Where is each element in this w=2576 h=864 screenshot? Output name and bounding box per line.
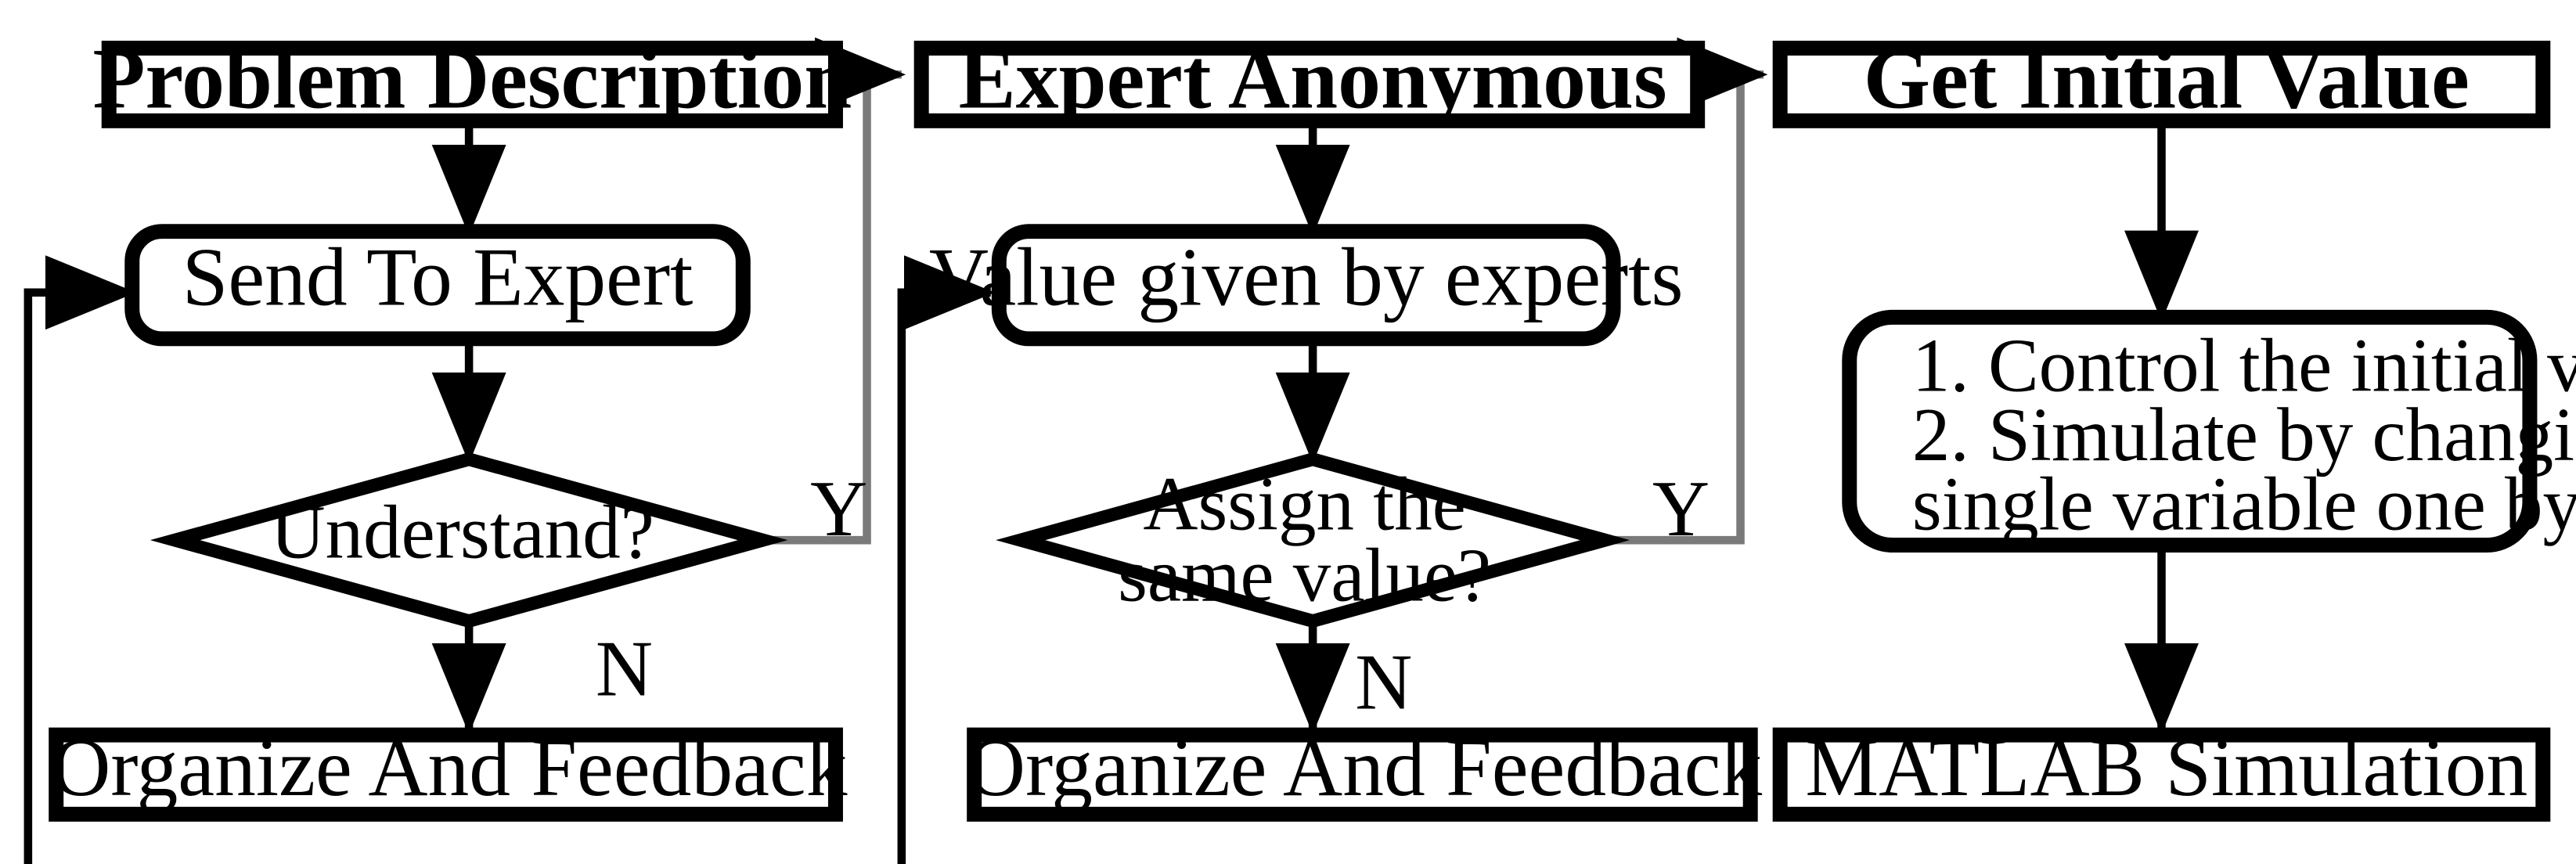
node-understand-decision-label: Understand? [271, 490, 654, 574]
node-problem-description-label: Problem Description [92, 31, 852, 126]
node-value-given-by-experts[interactable] [991, 224, 1621, 347]
node-simulation-steps[interactable] [1842, 309, 2538, 553]
node-organize-feedback-2[interactable] [967, 727, 1758, 822]
node-organize-feedback-1-label: Organize And Feedback [51, 722, 848, 813]
node-assign-same-value-decision[interactable] [996, 452, 1630, 628]
node-simulation-steps-line-1: 1. Control the initial variables; [1912, 323, 2576, 407]
node-expert-anonymous[interactable] [913, 41, 1706, 128]
node-understand-decision[interactable] [150, 452, 788, 628]
node-assign-same-value-line2: same value? [1118, 533, 1491, 617]
connector-organize2-loop-to-value [897, 255, 996, 864]
node-simulation-steps-line-2: 2. Simulate by changing a [1912, 393, 2576, 477]
edge-label-understand-no: N [596, 625, 653, 713]
node-send-to-expert[interactable] [124, 224, 751, 347]
node-simulation-steps-line-3: single variable one by one. [1912, 463, 2576, 546]
edge-label-understand-yes: Y [810, 465, 867, 553]
node-matlab-simulation-label: MATLAB Simulation [1805, 722, 2527, 813]
node-matlab-simulation[interactable] [1772, 727, 2551, 822]
node-send-to-expert-label: Send To Expert [182, 232, 694, 323]
node-get-initial-value[interactable] [1772, 41, 2551, 128]
node-organize-feedback-1[interactable] [49, 727, 843, 822]
node-problem-description[interactable] [101, 41, 843, 128]
node-organize-feedback-2-label: Organize And Feedback [966, 722, 1763, 813]
edge-label-assign-yes: Y [1652, 465, 1710, 553]
edge-label-assign-no: N [1355, 638, 1412, 725]
node-get-initial-value-label: Get Initial Value [1864, 31, 2470, 126]
connector-understand-yes-to-expert-anonymous [762, 37, 906, 545]
node-assign-same-value-line1: Assign the [1143, 463, 1465, 546]
connector-assign-yes-to-get-initial [1605, 37, 1768, 545]
node-value-given-by-experts-label: Value given by experts [929, 232, 1684, 323]
node-expert-anonymous-label: Expert Anonymous [959, 31, 1667, 126]
connector-organize-loop-to-send [23, 255, 137, 864]
